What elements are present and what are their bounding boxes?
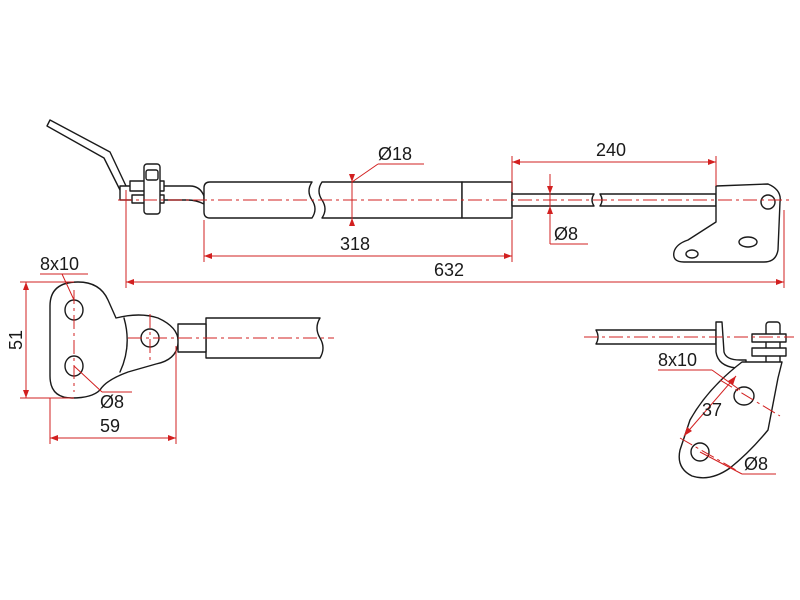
right-eye-hole <box>760 194 776 210</box>
dia18-arrow-top <box>349 174 355 182</box>
total-arrow-left <box>126 279 134 285</box>
right-detail-washer-bottom <box>751 347 787 357</box>
dia18-label: Ø18 <box>378 144 412 164</box>
right-bracket-detail: 8x10 37 Ø8 <box>584 321 794 479</box>
main-strut-view: Ø18 240 Ø8 318 632 <box>46 119 790 288</box>
tube-arrow-left <box>204 253 212 259</box>
spacing-arrow-top <box>728 376 736 385</box>
width-arrow-right <box>168 435 176 441</box>
right-lower-hole <box>685 249 699 259</box>
right-hole-leader <box>699 451 743 475</box>
dia18-leader <box>351 163 379 183</box>
right-detail-bolt <box>765 321 781 367</box>
dia8-arrow-bottom <box>547 206 553 214</box>
left-height-label: 51 <box>6 330 26 350</box>
piston-diameter-label: Ø8 <box>554 224 578 244</box>
piston-rod-right-section <box>599 193 717 207</box>
left-hole-label: Ø8 <box>100 392 124 412</box>
right-detail-rod <box>595 329 717 345</box>
left-bracket-bend <box>119 317 128 373</box>
left-bent-bracket <box>46 119 127 191</box>
right-slot-label: 8x10 <box>658 350 697 370</box>
right-slot-leader <box>711 369 741 391</box>
spacing-dim-line <box>683 375 737 437</box>
right-detail-centerline-diag1 <box>719 379 781 417</box>
dia8-arrow-top <box>547 186 553 194</box>
width-arrow-left <box>50 435 58 441</box>
height-arrow-bottom <box>23 390 29 398</box>
left-mount-nut <box>145 169 159 181</box>
right-spacing-label: 37 <box>702 400 722 420</box>
left-width-label: 59 <box>100 416 120 436</box>
height-arrow-top <box>23 282 29 290</box>
right-bracket-slot <box>733 386 755 406</box>
right-detail-centerline-diag2 <box>679 437 737 471</box>
total-arrow-right <box>776 279 784 285</box>
right-slot-hole <box>738 236 758 248</box>
stroke-length-label: 240 <box>596 140 626 160</box>
stroke-arrow-left <box>512 159 520 165</box>
tube-length-label: 318 <box>340 234 370 254</box>
left-bracket-detail: 8x10 51 Ø8 59 <box>6 254 334 444</box>
left-hole-leader <box>73 365 103 393</box>
strut-tube-right-section <box>318 181 463 219</box>
stroke-arrow-right <box>708 159 716 165</box>
right-detail-washer-top <box>751 333 787 343</box>
left-slot-leader <box>61 273 75 301</box>
strut-tube-left-section <box>203 181 316 219</box>
spacing-arrow-bottom <box>684 427 692 436</box>
total-length-label: 632 <box>434 260 464 280</box>
right-hole-label: Ø8 <box>744 454 768 474</box>
right-detail-bend <box>715 321 747 369</box>
tube-arrow-right <box>504 253 512 259</box>
left-slot-label: 8x10 <box>40 254 79 274</box>
dia18-arrow-bottom <box>349 218 355 226</box>
